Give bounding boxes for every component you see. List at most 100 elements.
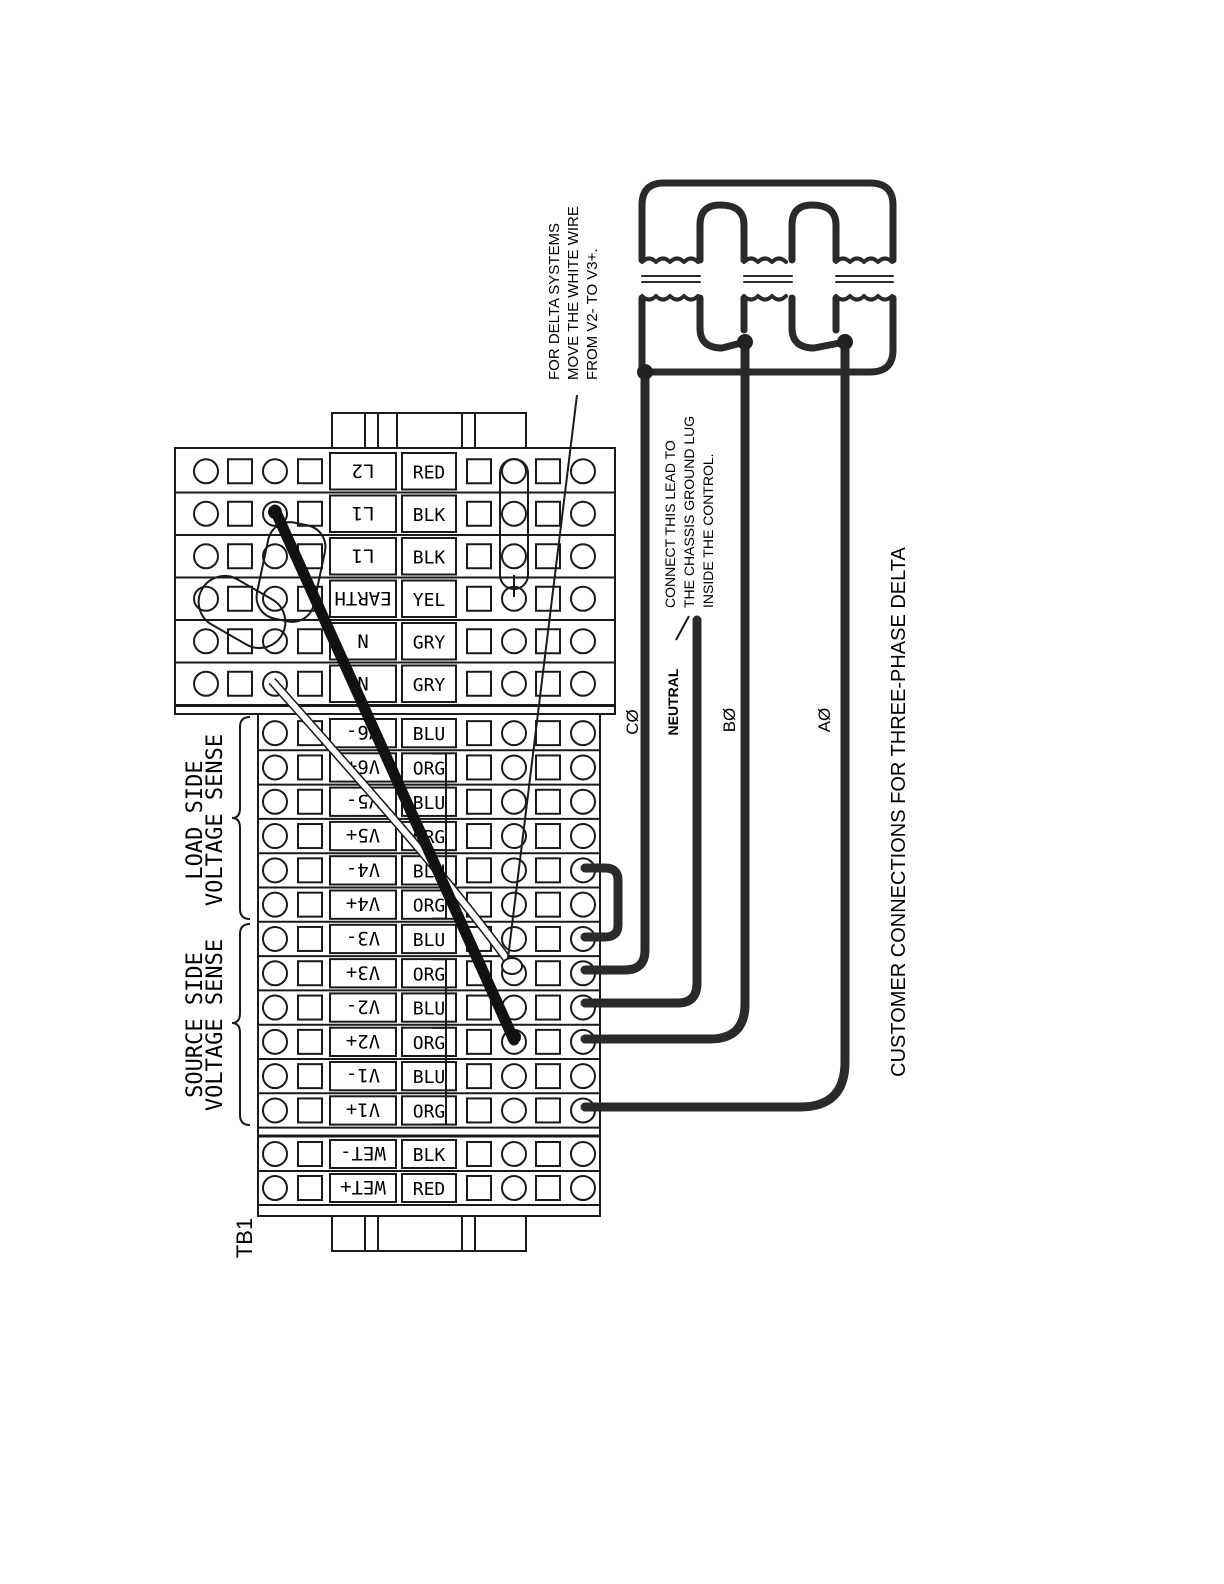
screw-terminal[interactable] bbox=[262, 1063, 288, 1090]
screw-terminal[interactable] bbox=[570, 1175, 596, 1201]
wire-clamp bbox=[466, 458, 492, 485]
screw-terminal[interactable] bbox=[501, 628, 527, 655]
screw-terminal[interactable] bbox=[262, 857, 288, 884]
screw-terminal[interactable] bbox=[193, 500, 219, 527]
screw-terminal[interactable] bbox=[501, 754, 527, 781]
ground-note-line-2: THE CHASSIS GROUND LUG bbox=[681, 416, 697, 608]
screw-terminal[interactable] bbox=[262, 788, 288, 815]
white-wire bbox=[268, 678, 523, 975]
screw-terminal[interactable] bbox=[570, 628, 596, 655]
screw-terminal[interactable] bbox=[262, 823, 288, 850]
wire-clamp bbox=[227, 585, 253, 612]
wire-clamp bbox=[227, 500, 253, 527]
screw-terminal[interactable] bbox=[193, 670, 219, 697]
screw-terminal[interactable] bbox=[501, 1141, 527, 1167]
wire-clamp bbox=[297, 754, 323, 781]
wire-clamp bbox=[227, 543, 253, 570]
terminal-label-v1: V1+ bbox=[346, 1098, 380, 1120]
b-phase-wire bbox=[580, 337, 750, 1044]
screw-terminal[interactable] bbox=[262, 925, 288, 952]
screw-terminal[interactable] bbox=[570, 891, 596, 918]
screw-terminal[interactable] bbox=[262, 543, 288, 570]
wire-clamp bbox=[466, 857, 492, 884]
terminal-label-v2: V2- bbox=[346, 996, 380, 1018]
v4-v3-jumper bbox=[580, 863, 623, 942]
screw-terminal[interactable] bbox=[193, 628, 219, 655]
screw-terminal[interactable] bbox=[570, 585, 596, 612]
screw-terminal[interactable] bbox=[570, 543, 596, 570]
screw-terminal[interactable] bbox=[570, 458, 596, 485]
screw-terminal[interactable] bbox=[501, 857, 527, 884]
screw-terminal[interactable] bbox=[193, 458, 219, 485]
screw-terminal[interactable] bbox=[262, 994, 288, 1021]
screw-terminal[interactable] bbox=[262, 585, 288, 612]
source-side-label-1: SOURCE SIDE bbox=[183, 952, 208, 1098]
wire-color-label-red: RED bbox=[413, 1179, 446, 1200]
screw-terminal[interactable] bbox=[570, 788, 596, 815]
screw-terminal[interactable] bbox=[501, 670, 527, 697]
delta-note-line-3: FROM V2- TO V3+. bbox=[584, 248, 601, 380]
wire-clamp bbox=[535, 994, 561, 1021]
screw-terminal[interactable] bbox=[262, 1175, 288, 1201]
terminal-label-v2: V2+ bbox=[346, 1030, 380, 1052]
c-phase-wire bbox=[580, 367, 650, 975]
screw-terminal[interactable] bbox=[501, 1063, 527, 1090]
ground-note-line-1: CONNECT THIS LEAD TO bbox=[662, 440, 678, 608]
wire-clamp bbox=[466, 543, 492, 570]
wire-color-label-gry: GRY bbox=[413, 632, 446, 653]
screw-terminal[interactable] bbox=[570, 1141, 596, 1167]
terminal-row-lower-1: V6+ORG bbox=[258, 752, 600, 786]
screw-terminal[interactable] bbox=[501, 1097, 527, 1124]
wire-color-label-blu: BLU bbox=[413, 793, 446, 814]
screw-terminal[interactable] bbox=[262, 458, 288, 485]
wire-clamp bbox=[535, 500, 561, 527]
wire-clamp bbox=[297, 960, 323, 987]
terminal-label-v3: V3- bbox=[346, 927, 380, 949]
screw-terminal[interactable] bbox=[501, 1175, 527, 1201]
screw-terminal[interactable] bbox=[501, 788, 527, 815]
wire-clamp bbox=[297, 1175, 323, 1201]
screw-terminal[interactable] bbox=[501, 500, 527, 527]
screw-terminal[interactable] bbox=[262, 720, 288, 747]
screw-terminal[interactable] bbox=[501, 543, 527, 570]
screw-terminal[interactable] bbox=[193, 585, 219, 612]
screw-terminal[interactable] bbox=[570, 754, 596, 781]
wire-clamp bbox=[297, 857, 323, 884]
screw-terminal[interactable] bbox=[570, 500, 596, 527]
screw-terminal[interactable] bbox=[262, 1028, 288, 1055]
screw-terminal[interactable] bbox=[570, 1063, 596, 1090]
screw-terminal[interactable] bbox=[262, 754, 288, 781]
wire-clamp bbox=[535, 1141, 561, 1167]
terminal-label-wet: WET- bbox=[340, 1142, 386, 1164]
screw-terminal[interactable] bbox=[570, 670, 596, 697]
screw-terminal[interactable] bbox=[501, 925, 527, 952]
wire-clamp bbox=[466, 1141, 492, 1167]
wire-clamp bbox=[535, 788, 561, 815]
terminal-label-n: N bbox=[357, 629, 368, 651]
wire-clamp bbox=[466, 1175, 492, 1201]
terminal-row-lower-13: WET+RED bbox=[258, 1173, 600, 1206]
screw-terminal[interactable] bbox=[262, 1097, 288, 1124]
screw-terminal[interactable] bbox=[570, 720, 596, 747]
wire-clamp bbox=[297, 1063, 323, 1090]
screw-terminal[interactable] bbox=[262, 1141, 288, 1167]
screw-terminal[interactable] bbox=[262, 891, 288, 918]
wire-color-label-blu: BLU bbox=[413, 930, 446, 951]
wire-clamp bbox=[535, 1063, 561, 1090]
screw-terminal[interactable] bbox=[501, 720, 527, 747]
wire-clamp bbox=[535, 754, 561, 781]
wire-color-label-blu: BLU bbox=[413, 1067, 446, 1088]
screw-terminal[interactable] bbox=[570, 823, 596, 850]
screw-terminal[interactable] bbox=[262, 960, 288, 987]
wire-clamp bbox=[535, 891, 561, 918]
screw-terminal[interactable] bbox=[193, 543, 219, 570]
ground-note-line-3: INSIDE THE CONTROL. bbox=[700, 453, 716, 608]
screw-terminal[interactable] bbox=[501, 823, 527, 850]
wire-color-label-red: RED bbox=[413, 462, 446, 483]
wire-clamp bbox=[297, 994, 323, 1021]
